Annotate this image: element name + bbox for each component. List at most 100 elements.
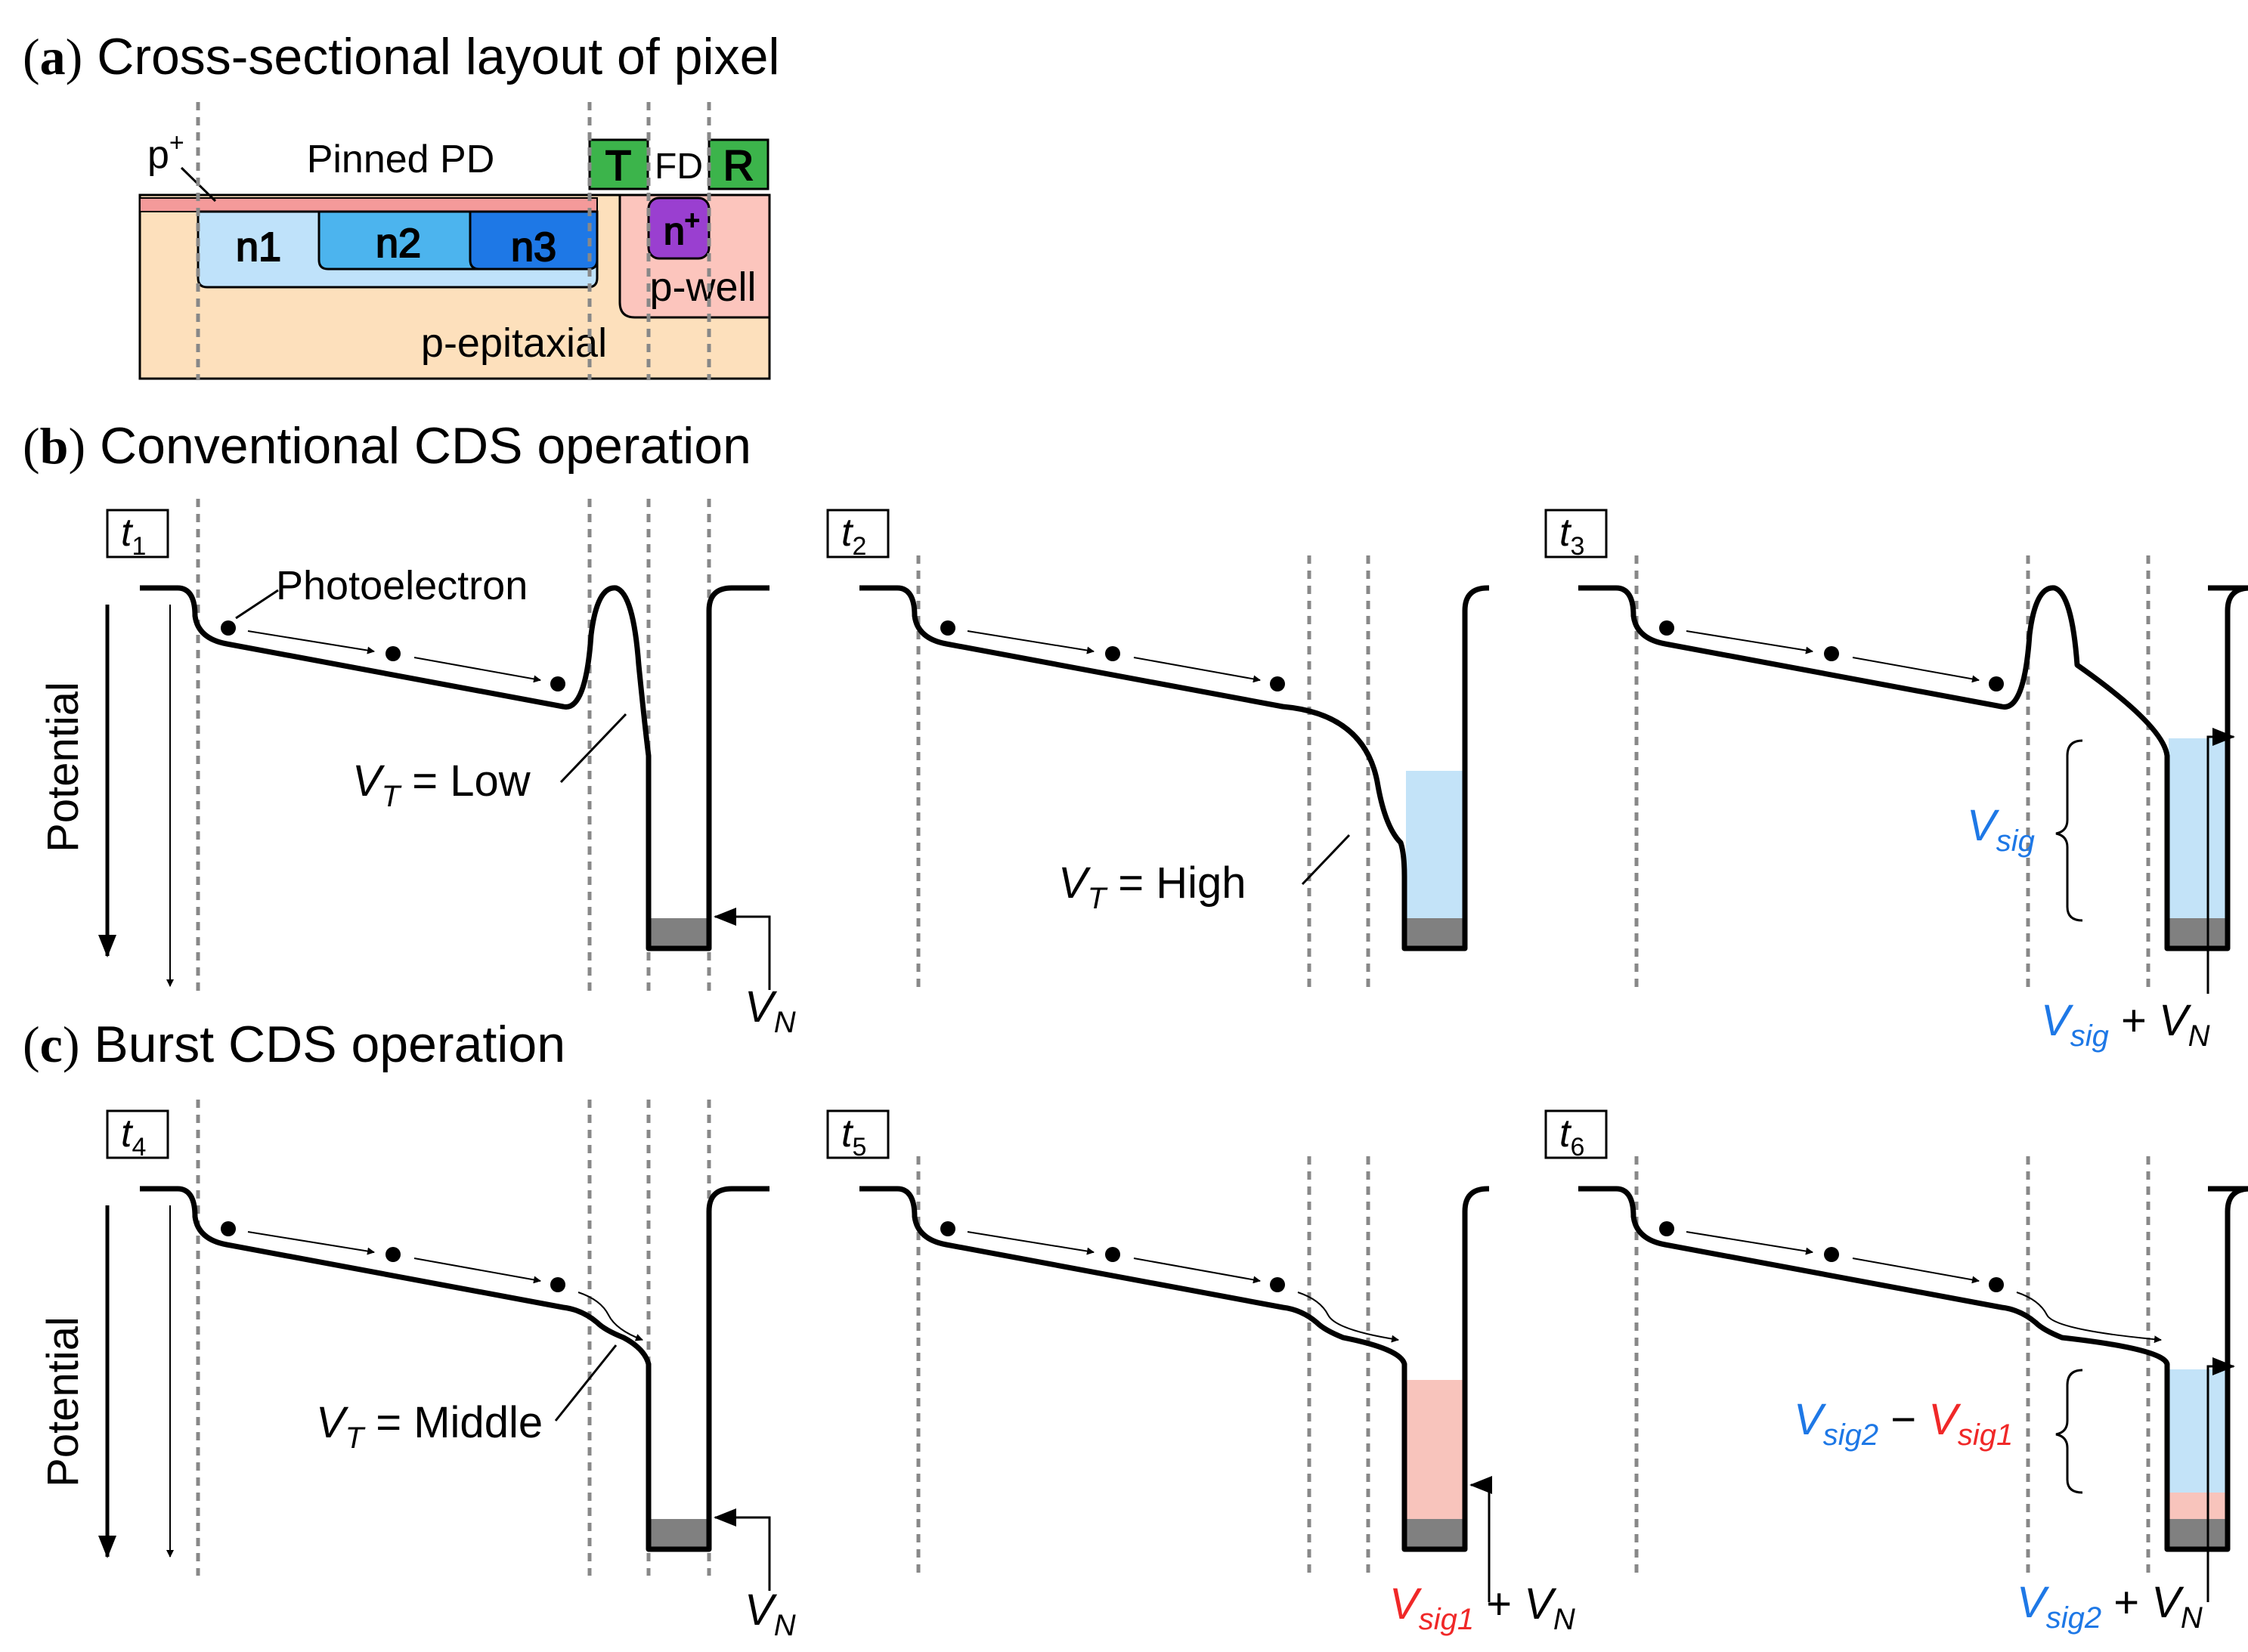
- r-gate-label: R: [723, 141, 754, 189]
- drift-arrow-2: [1133, 657, 1261, 683]
- vt-low-leader: [559, 713, 627, 784]
- potential-diagram-2: [859, 585, 1491, 951]
- vt-middle-label: VT = Middle: [316, 1398, 543, 1455]
- potential-label-b: Potential: [39, 682, 88, 852]
- potential-diagram-5: [859, 1186, 1492, 1602]
- readout-arrow: [2206, 1357, 2235, 1602]
- electron-2: [1105, 646, 1120, 661]
- electron-3: [1989, 676, 2004, 691]
- readout-arrow: [714, 1508, 771, 1591]
- drift-arrow-1: [1686, 1231, 1813, 1255]
- panel-c-title: Burst CDS operation: [94, 1016, 565, 1073]
- time-label-t1: t1: [106, 509, 169, 561]
- n3-label: n3: [511, 224, 556, 270]
- vn-label-t4: VN: [745, 1585, 796, 1642]
- vt-high-label: VT = High: [1058, 858, 1246, 915]
- charge-fill-1: [2169, 738, 2226, 918]
- vsig2-minus-vsig1-label: Vsig2 − Vsig1: [1794, 1395, 2013, 1452]
- drift-arrow-1: [967, 1231, 1095, 1255]
- cross-section-layout: T R FD Pinned PD p+ n1 n2 n3 n+ p-well p…: [138, 128, 771, 380]
- potential-diagram-1: [140, 585, 771, 990]
- electron-3: [1270, 1277, 1285, 1292]
- vsig-brace: [2055, 739, 2083, 922]
- drift-arrow-2: [1133, 1258, 1261, 1284]
- electron-3: [1270, 676, 1285, 691]
- photoelectron-label: Photoelectron: [276, 563, 528, 608]
- time-label-t2: t2: [826, 509, 890, 561]
- electron-3: [550, 676, 565, 691]
- potential-profile: [859, 1186, 1491, 1552]
- electron-1: [221, 620, 236, 636]
- time-box: [826, 509, 890, 558]
- potential-profile: [140, 585, 769, 951]
- transfer-arrow: [2016, 1292, 2162, 1344]
- charge-fill-1: [2169, 1369, 2226, 1493]
- potential-diagram-3: [1578, 585, 2248, 994]
- n-plus-label: n+: [664, 206, 700, 252]
- vt-low-label: VT = Low: [352, 756, 531, 813]
- vt-middle-leader: [554, 1344, 618, 1422]
- p-plus-label: p+: [147, 128, 184, 177]
- potential-axis-b: Potential: [39, 605, 174, 987]
- vsig1-plus-vn-label: Vsig1 + VN: [1389, 1579, 1575, 1636]
- electron-1: [221, 1221, 236, 1236]
- time-label-t6: t6: [1544, 1109, 1608, 1162]
- reset-level-band: [2169, 918, 2226, 948]
- charge-fill-1: [1406, 1380, 1463, 1519]
- potential-profile: [1578, 585, 2248, 951]
- drift-arrow-1: [967, 630, 1095, 654]
- drift-arrow-1: [1686, 630, 1813, 654]
- fd-label: FD: [655, 147, 703, 187]
- vsig-label: Vsig: [1967, 801, 2035, 858]
- potential-profile: [859, 585, 1491, 951]
- drift-arrow-2: [413, 1258, 541, 1284]
- potential-diagram-4: [140, 1186, 771, 1591]
- panel-a-header: (a) Cross-sectional layout of pixel: [23, 28, 780, 85]
- t-gate-label: T: [605, 141, 631, 189]
- reset-level-band: [650, 918, 708, 948]
- vsig-plus-vn-label: Vsig + VN: [2041, 996, 2210, 1053]
- panel-a-title: Cross-sectional layout of pixel: [97, 28, 779, 85]
- reset-level-band: [650, 1519, 708, 1549]
- charge-fill-2: [2169, 1493, 2226, 1519]
- pinned-pd-label: Pinned PD: [307, 138, 495, 181]
- drift-arrow-2: [413, 657, 541, 683]
- electron-1: [940, 1221, 955, 1236]
- drift-arrow-1: [247, 1231, 375, 1255]
- n1-label: n1: [236, 224, 281, 270]
- drift-arrow-2: [1852, 657, 1980, 683]
- vn-label-t1: VN: [745, 982, 796, 1039]
- potential-diagram-6: [1578, 1186, 2248, 1602]
- potential-profile: [140, 1186, 769, 1552]
- electron-1: [1659, 620, 1674, 636]
- reset-level-band: [2169, 1519, 2226, 1549]
- readout-arrow: [2206, 728, 2235, 994]
- time-label-t5: t5: [826, 1109, 890, 1162]
- panel-b-header: (b) Conventional CDS operation: [23, 417, 751, 475]
- drift-arrow-2: [1852, 1258, 1980, 1284]
- electron-3: [1989, 1277, 2004, 1292]
- time-label-t4: t4: [106, 1109, 169, 1162]
- r-gate: [708, 138, 769, 190]
- potential-label-c: Potential: [39, 1316, 88, 1487]
- reset-level-band: [1406, 918, 1463, 948]
- drift-arrow-1: [247, 630, 375, 654]
- electron-2: [1824, 1247, 1839, 1262]
- electron-2: [1105, 1247, 1120, 1262]
- electron-2: [1824, 646, 1839, 661]
- panel-c-header: (c) Burst CDS operation: [23, 1016, 565, 1073]
- p-plus-layer: [139, 197, 598, 212]
- readout-arrow: [714, 908, 771, 990]
- photoelectron-leader: [235, 589, 279, 620]
- electron-1: [940, 620, 955, 636]
- time-box: [106, 1109, 169, 1159]
- n2-label: n2: [376, 221, 421, 266]
- electron-3: [550, 1277, 565, 1292]
- time-box: [826, 1109, 890, 1159]
- transfer-arrow: [577, 1292, 643, 1341]
- transfer-arrow: [1297, 1292, 1399, 1343]
- electron-2: [386, 1247, 401, 1262]
- charge-fill-1: [1406, 771, 1463, 918]
- p-well-label: p-well: [649, 265, 756, 310]
